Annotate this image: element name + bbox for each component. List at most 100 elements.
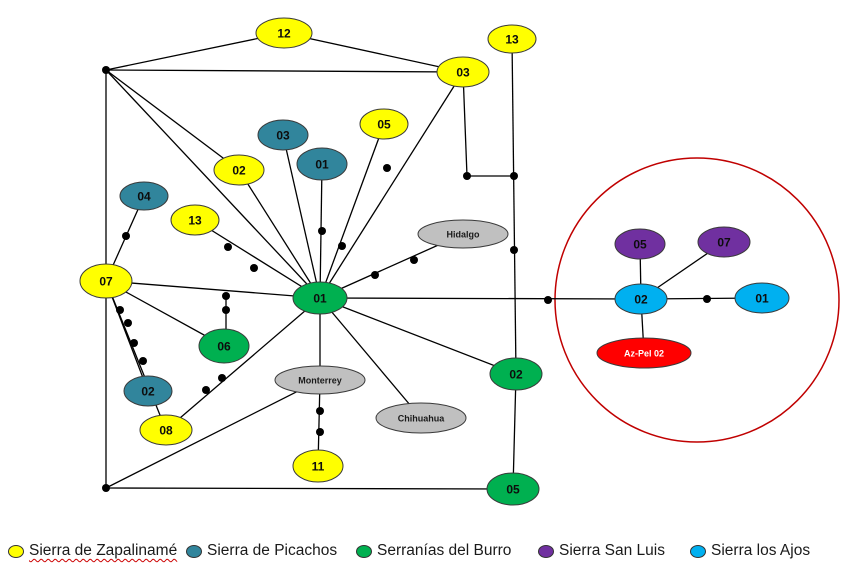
node-label: 01: [313, 292, 327, 306]
mutation-dot: [130, 339, 138, 347]
zapalinam-swatch: [8, 544, 24, 558]
node-ellipse: [487, 24, 537, 54]
node-label: 02: [509, 368, 523, 382]
node-b02: 02: [489, 357, 543, 391]
edge: [511, 38, 517, 375]
mutation-dot: [510, 246, 518, 254]
node-ellipse: [296, 147, 348, 181]
node-ellipse: [292, 449, 344, 483]
mutation-dot: [510, 172, 518, 180]
node-p04: 04: [119, 181, 169, 211]
node-label: 02: [634, 293, 648, 307]
node-b01: 01: [292, 281, 348, 315]
mutation-dot: [371, 271, 379, 279]
node-label: Monterrey: [298, 376, 342, 386]
edge: [282, 134, 321, 299]
node-ellipse: [614, 228, 666, 260]
edge: [319, 297, 517, 375]
node-z05: 05: [359, 108, 409, 140]
node-chihuahua: Chihuahua: [375, 402, 467, 434]
node-z13: 13: [170, 204, 220, 236]
node-label: 02: [141, 385, 155, 399]
mutation-dot: [703, 295, 711, 303]
node-ellipse: [139, 414, 193, 446]
ajos-swatch: [690, 544, 706, 558]
edge: [105, 487, 514, 490]
mutation-dot: [316, 428, 324, 436]
edge: [105, 280, 321, 299]
node-ellipse: [375, 402, 467, 434]
edge: [105, 280, 167, 431]
node-ellipse: [198, 328, 250, 364]
node-z03: 03: [436, 56, 490, 88]
node-b05: 05: [486, 472, 540, 506]
node-label: 01: [755, 292, 769, 306]
node-label: 05: [377, 118, 391, 132]
node-label: 04: [137, 190, 151, 204]
node-label: 11: [312, 460, 325, 474]
mutation-dot: [544, 296, 552, 304]
node-label: 05: [506, 483, 520, 497]
node-ellipse: [257, 119, 309, 151]
mutation-dot: [122, 232, 130, 240]
node-ellipse: [489, 357, 543, 391]
node-ellipse: [697, 226, 751, 258]
node-ellipse: [79, 263, 133, 299]
legend-label: Sierra los Ajos: [711, 542, 811, 559]
legend-label: Sierra de Zapalinamé: [29, 542, 178, 559]
edge: [105, 69, 464, 73]
edge: [319, 71, 464, 299]
node-ellipse: [417, 219, 509, 249]
mutation-dot: [250, 264, 258, 272]
node-s07: 07: [697, 226, 751, 258]
mutation-dot: [383, 164, 391, 172]
mutation-dot: [338, 242, 346, 250]
node-label: 06: [217, 340, 231, 354]
picachos-swatch: [186, 544, 202, 558]
mutation-dot: [102, 484, 110, 492]
node-ellipse: [123, 375, 173, 407]
mutation-dot: [222, 306, 230, 314]
mutation-dot: [202, 386, 210, 394]
node-hidalgo: Hidalgo: [417, 219, 509, 249]
legend-item-ajos: Sierra los Ajos: [690, 538, 810, 564]
node-monterrey: Monterrey: [274, 365, 366, 395]
edge: [512, 373, 517, 490]
mutation-dot: [102, 66, 110, 74]
node-b06: 06: [198, 328, 250, 364]
mutation-dot: [222, 292, 230, 300]
edge: [105, 69, 240, 171]
edge: [283, 32, 464, 73]
node-ellipse: [596, 337, 692, 369]
mutation-dot: [224, 243, 232, 251]
node-a01: 01: [734, 282, 790, 314]
edge: [194, 219, 321, 299]
node-label: 08: [159, 424, 173, 438]
mutation-dot: [410, 256, 418, 264]
node-ellipse: [359, 108, 409, 140]
legend-item-sanluis: Sierra San Luis: [538, 538, 665, 564]
node-ellipse: [213, 154, 265, 186]
node-label: 01: [315, 158, 329, 172]
mutation-dot: [139, 357, 147, 365]
node-label: 13: [188, 214, 202, 228]
edge: [319, 123, 385, 299]
node-label: 07: [717, 236, 731, 250]
node-label: 02: [232, 164, 246, 178]
burro-swatch: [356, 544, 372, 558]
node-p02: 02: [123, 375, 173, 407]
node-label: 13: [505, 33, 519, 47]
legend-label: Serranías del Burro: [377, 542, 512, 559]
legend: Sierra de Zapalinamé Sierra de Picachos …: [0, 538, 842, 568]
edge: [165, 297, 321, 431]
edge: [105, 32, 285, 71]
edge: [238, 169, 321, 299]
node-a02: 02: [614, 283, 668, 315]
group-circle: [554, 157, 840, 443]
edge: [462, 71, 468, 177]
legend-label: Sierra San Luis: [559, 542, 665, 559]
edge: [319, 297, 422, 419]
node-ellipse: [486, 472, 540, 506]
edge: [105, 379, 321, 489]
node-label: Hidalgo: [447, 230, 481, 240]
